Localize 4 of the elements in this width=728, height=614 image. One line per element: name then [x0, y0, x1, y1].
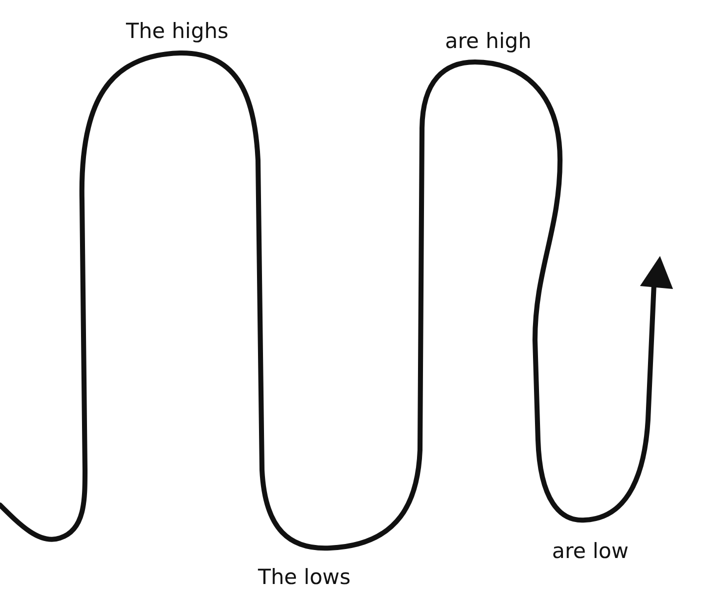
peak-label: The highs	[126, 20, 228, 44]
trough-label: are low	[552, 540, 628, 564]
trough-label: The lows	[258, 566, 351, 590]
peak-label: are high	[445, 30, 532, 54]
